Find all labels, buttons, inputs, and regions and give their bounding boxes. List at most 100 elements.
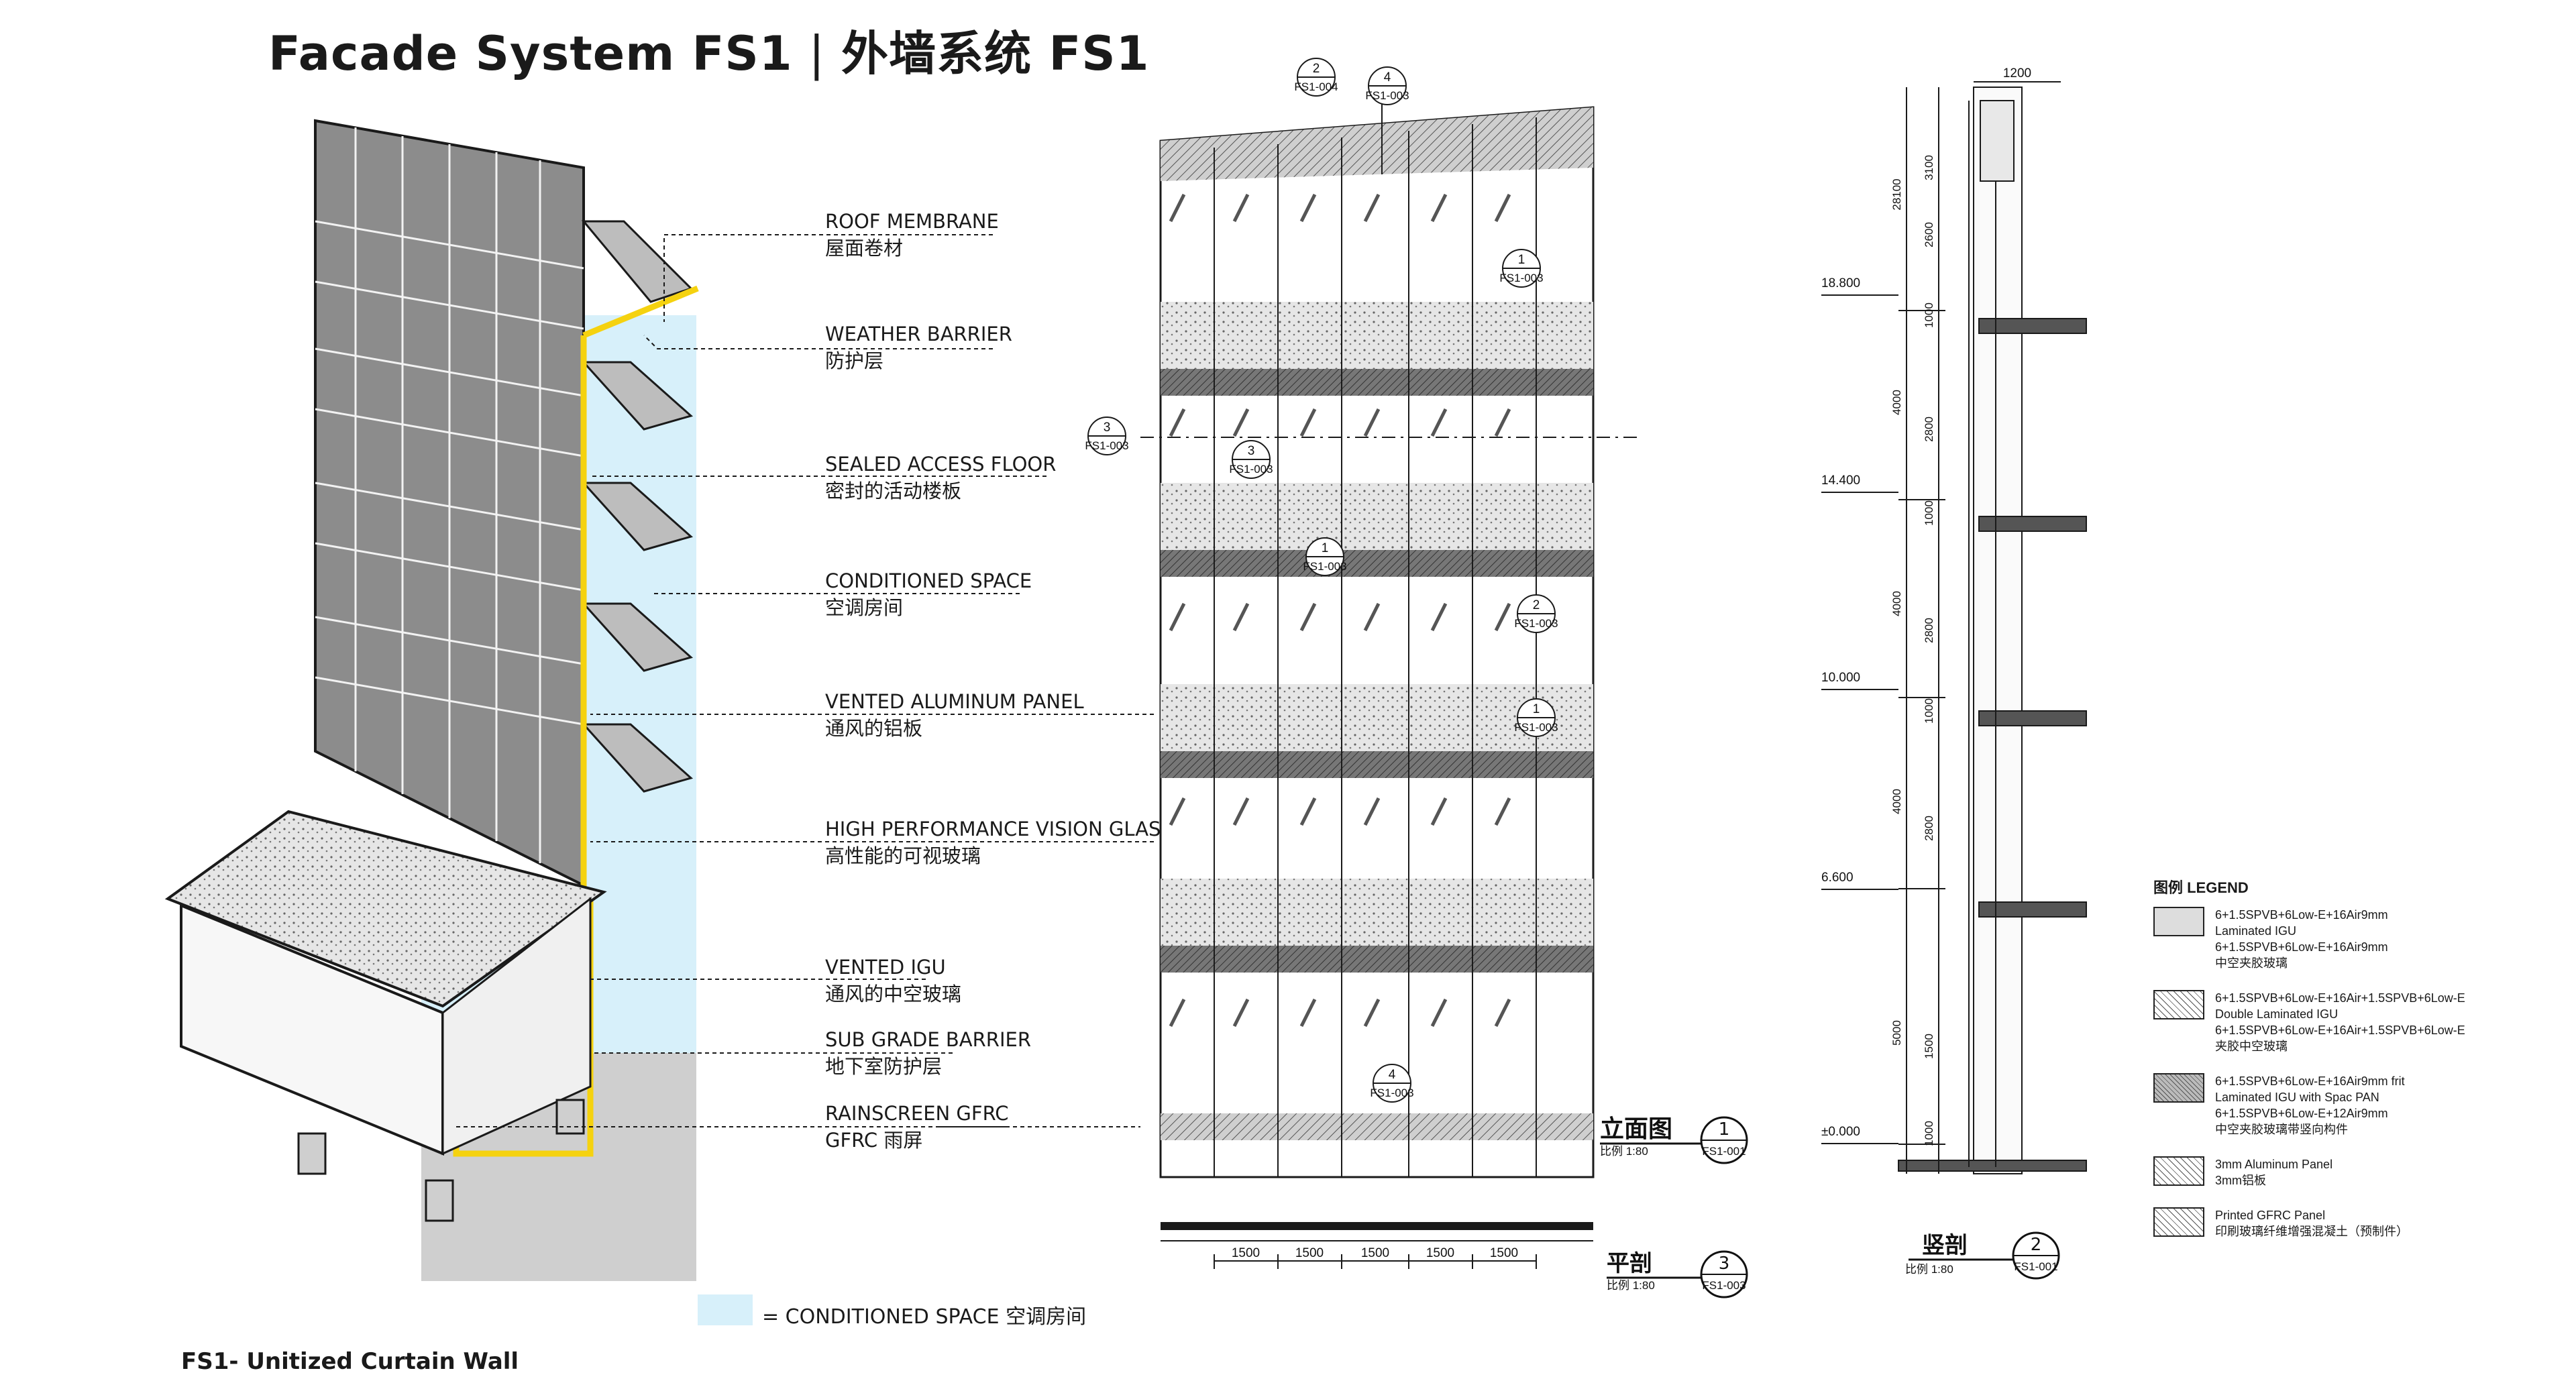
section-dim: 1000 xyxy=(1923,1121,1935,1146)
callout-conditioned-en: CONDITIONED SPACE xyxy=(825,569,1032,592)
elevation-number: 1 xyxy=(1719,1119,1730,1140)
section-top-dim: 1200 xyxy=(2003,66,2031,80)
callout-weather-barrier-en: WEATHER BARRIER xyxy=(825,323,1012,345)
plan-number: 3 xyxy=(1719,1254,1730,1274)
roof-barrier xyxy=(582,285,699,339)
level-label: 6.600 xyxy=(1821,871,1854,885)
legend-swatch xyxy=(2153,1073,2204,1103)
podium-side xyxy=(441,896,592,1156)
section-dim: 1000 xyxy=(1923,698,1935,724)
callout-conditioned-zh: 空调房间 xyxy=(825,596,903,619)
floor-slabs xyxy=(581,220,694,793)
legend-line: Laminated IGU with Spac PAN xyxy=(2215,1091,2379,1104)
section-dim: 2800 xyxy=(1923,816,1935,841)
legend-title: 图例 LEGEND xyxy=(2153,879,2249,896)
section-ref: FS1-001 xyxy=(2014,1260,2057,1273)
section-dim: 5000 xyxy=(1890,1020,1903,1046)
spandrel-band-4 xyxy=(1161,879,1593,946)
plan-drawing: 1500 1500 1500 1500 1500 xyxy=(1161,1222,1593,1269)
plan-scale: 比例 1:80 xyxy=(1607,1279,1655,1292)
spandrel-band-2 xyxy=(1161,483,1593,550)
elevation-ref: FS1-001 xyxy=(1702,1145,1746,1158)
key-swatch xyxy=(698,1294,753,1325)
legend-line: 印刷玻璃纤维增强混凝土（预制件） xyxy=(2215,1225,2408,1238)
callout-leaders xyxy=(456,234,1154,1127)
legend-line: Laminated IGU xyxy=(2215,924,2297,938)
callout-gfrc-zh: GFRC 雨屏 xyxy=(825,1129,922,1152)
axonometric-view xyxy=(164,119,699,1281)
callout-roof-membrane-en: ROOF MEMBRANE xyxy=(825,210,999,233)
svg-text:FS1-003: FS1-003 xyxy=(1499,272,1543,284)
callout-gfrc-en: RAINSCREEN GFRC xyxy=(825,1102,1009,1125)
callout-sealed-floor-en: SEALED ACCESS FLOOR xyxy=(825,453,1056,476)
section-dim: 4000 xyxy=(1890,591,1903,616)
callout-sealed-floor-zh: 密封的活动楼板 xyxy=(825,480,961,502)
callout-vented-igu-zh: 通风的中空玻璃 xyxy=(825,983,961,1005)
svg-text:1: 1 xyxy=(1322,541,1329,555)
title-separator: | xyxy=(808,26,826,81)
svg-text:FS1-003: FS1-003 xyxy=(1365,89,1409,102)
elevation-label: 立面图 xyxy=(1600,1115,1672,1143)
section-dim: 28100 xyxy=(1890,178,1903,210)
shadow-band-1 xyxy=(1161,369,1593,396)
spandrel-band-1 xyxy=(1161,302,1593,369)
callout-vision-glass-en: HIGH PERFORMANCE VISION GLASS xyxy=(825,818,1173,840)
svg-text:2: 2 xyxy=(1533,598,1540,612)
legend-line: 6+1.5SPVB+6Low-E+16Air+1.5SPVB+6Low-E xyxy=(2215,991,2465,1005)
legend-item: 6+1.5SPVB+6Low-E+16Air+1.5SPVB+6Low-E Do… xyxy=(2153,990,2556,1054)
page-title: Facade System FS1|外墙系统 FS1 xyxy=(268,16,1149,84)
legend-line: 3mm铝板 xyxy=(2215,1174,2266,1187)
section-dim: 4000 xyxy=(1890,390,1903,415)
title-en: Facade System FS1 xyxy=(268,26,793,81)
svg-text:FS1-003: FS1-003 xyxy=(1370,1087,1413,1099)
section-dim: 4000 xyxy=(1890,789,1903,814)
plan-dim: 1500 xyxy=(1426,1246,1454,1260)
plan-dim: 1500 xyxy=(1361,1246,1389,1260)
columns xyxy=(297,1099,585,1222)
plan-ref: FS1-003 xyxy=(1702,1279,1746,1292)
svg-text:FS1-003: FS1-003 xyxy=(1085,439,1128,452)
legend: 图例 LEGEND 6+1.5SPVB+6Low-E+16Air9mm Lami… xyxy=(2153,876,2556,1258)
svg-text:FS1-003: FS1-003 xyxy=(1514,617,1558,630)
callout-vision-glass-zh: 高性能的可视玻璃 xyxy=(825,844,981,867)
section-facade-zone xyxy=(1973,87,2023,1174)
legend-line: 3mm Aluminum Panel xyxy=(2215,1158,2333,1171)
elevation-scale: 比例 1:80 xyxy=(1600,1145,1648,1158)
svg-text:FS1-003: FS1-003 xyxy=(1303,560,1346,573)
svg-text:2: 2 xyxy=(1313,62,1320,76)
level-label: ±0.000 xyxy=(1821,1125,1860,1139)
svg-text:FS1-003: FS1-003 xyxy=(1229,463,1273,476)
svg-text:FS1-003: FS1-003 xyxy=(1514,721,1558,734)
callout-weather-barrier-zh: 防护层 xyxy=(825,349,883,372)
svg-text:4: 4 xyxy=(1384,70,1391,85)
legend-line: 中空夹胶玻璃带竖向构件 xyxy=(2215,1123,2348,1136)
legend-line: 6+1.5SPVB+6Low-E+16Air9mm frit xyxy=(2215,1074,2405,1088)
elevation-mullions xyxy=(1214,117,1537,1177)
callout-subgrade-zh: 地下室防护层 xyxy=(825,1055,942,1078)
legend-line: 夹胶中空玻璃 xyxy=(2215,1040,2288,1053)
svg-text:3: 3 xyxy=(1248,444,1255,458)
legend-item: Printed GFRC Panel 印刷玻璃纤维增强混凝土（预制件） xyxy=(2153,1207,2556,1239)
shadow-band-2 xyxy=(1161,550,1593,577)
legend-line: 6+1.5SPVB+6Low-E+16Air9mm xyxy=(2215,908,2388,922)
section-label: 竖剖 xyxy=(1922,1232,1968,1259)
shadow-band-4 xyxy=(1161,946,1593,973)
plan-title: 平剖 比例 1:80 3 FS1-003 xyxy=(1607,1250,1748,1298)
elevation-drawing xyxy=(1140,101,1637,1178)
section-glass-lines xyxy=(1968,101,1996,1167)
section-dim-lines xyxy=(1898,81,2061,1174)
plan-label: 平剖 xyxy=(1607,1250,1652,1277)
figure-caption: FS1- Unitized Curtain Wall xyxy=(181,1348,519,1375)
callout-roof-membrane-zh: 屋面卷材 xyxy=(825,237,903,260)
legend-item: 6+1.5SPVB+6Low-E+16Air9mm Laminated IGU … xyxy=(2153,907,2556,971)
legend-line: Double Laminated IGU xyxy=(2215,1007,2339,1021)
section-dim: 2800 xyxy=(1923,618,1935,643)
